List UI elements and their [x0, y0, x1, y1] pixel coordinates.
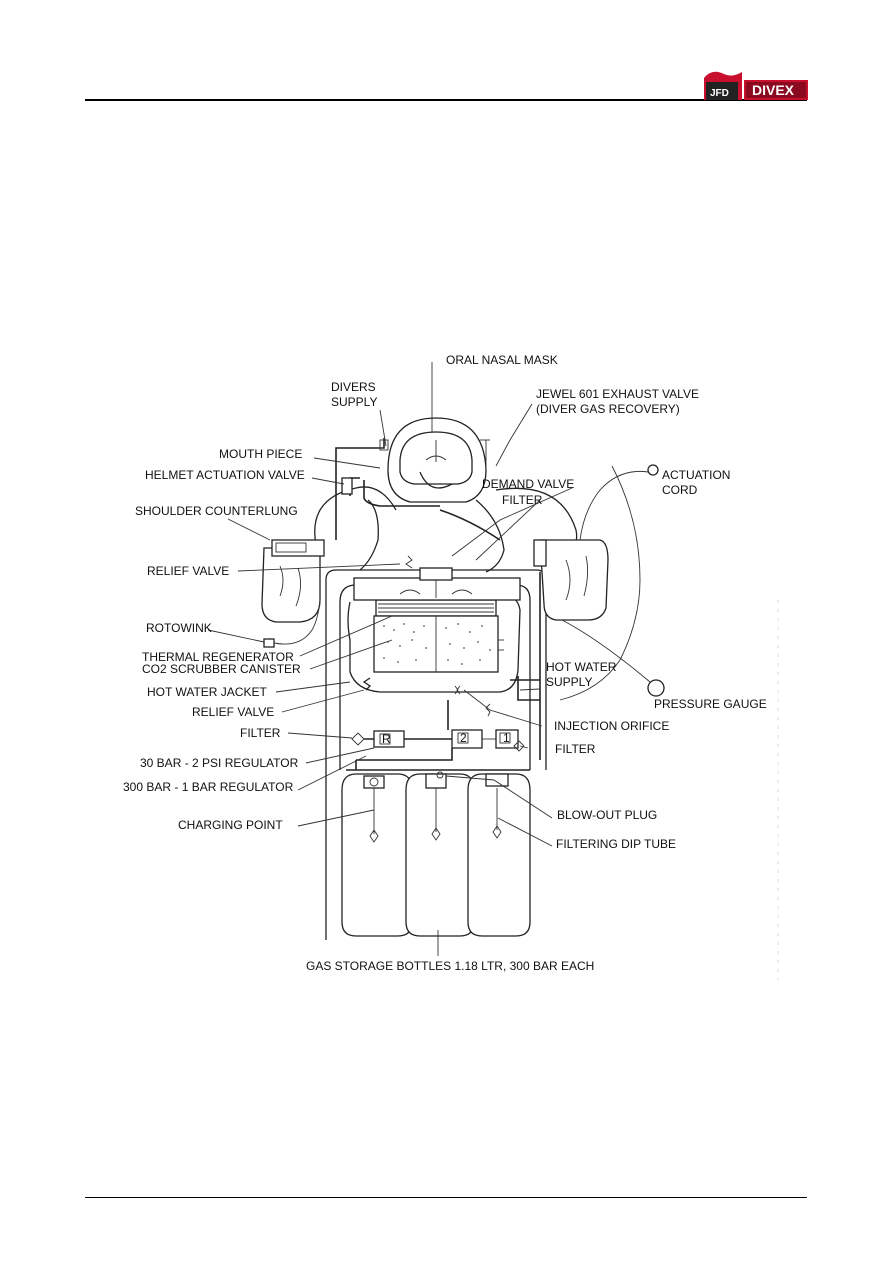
label-helmet-actuation-valve: HELMET ACTUATION VALVE: [145, 468, 305, 482]
label-blow-out-plug: BLOW-OUT PLUG: [557, 808, 657, 822]
regulator-r-label: R: [382, 732, 391, 746]
leader-lines: [207, 362, 573, 956]
actuation-cord: [559, 464, 659, 701]
label-demand-valve: DEMAND VALVE: [482, 477, 574, 491]
label-relief-valve-2: RELIEF VALVE: [192, 705, 274, 719]
breathing-loop: [314, 480, 578, 573]
demand-valve-manifold: [353, 555, 521, 601]
label-hot-water-jacket: HOT WATER JACKET: [147, 685, 267, 699]
label-shoulder-counterlung: SHOULDER COUNTERLUNG: [135, 504, 298, 518]
label-diver-gas-recovery: (DIVER GAS RECOVERY): [536, 402, 680, 416]
label-actuation-cord-1: ACTUATION: [662, 468, 730, 482]
rotowink: [263, 599, 321, 648]
pressure-gauge: [561, 619, 665, 697]
divers-supply-hose: [335, 438, 389, 540]
label-thermal-regenerator: THERMAL REGENERATOR: [142, 650, 294, 664]
label-regulator-300bar: 300 BAR - 1 BAR REGULATOR: [123, 780, 294, 794]
label-hot-water-supply-1: HOT WATER: [546, 660, 617, 674]
header-rule: [85, 99, 807, 101]
label-regulator-30bar: 30 BAR - 2 PSI REGULATOR: [140, 756, 299, 770]
regulator-30bar: R: [351, 730, 405, 748]
gas-piping: [346, 572, 541, 771]
logo-jfd-text: JFD: [710, 88, 729, 99]
label-filter-right: FILTER: [555, 742, 596, 756]
shoulder-counterlung-left: [261, 539, 325, 623]
footer-rule: [85, 1197, 807, 1198]
label-rotowink: ROTOWINK: [146, 621, 212, 635]
shoulder-counterlung-right: [533, 539, 609, 621]
label-hot-water-supply-2: SUPPLY: [546, 675, 592, 689]
label-co2-scrubber-canister: CO2 SCRUBBER CANISTER: [142, 662, 301, 676]
label-actuation-cord-2: CORD: [662, 483, 698, 497]
gas-storage-bottles: [341, 771, 531, 937]
label-filter-top: FILTER: [502, 493, 543, 507]
label-oral-nasal-mask: ORAL NASAL MASK: [446, 353, 558, 367]
label-divers-supply-2: SUPPLY: [331, 395, 377, 409]
label-injection-orifice: INJECTION ORIFICE: [554, 719, 669, 733]
label-relief-valve-1: RELIEF VALVE: [147, 564, 229, 578]
regulator-2-label: 2: [460, 731, 467, 745]
regulator-1-label: 1: [503, 731, 510, 745]
label-mouth-piece: MOUTH PIECE: [219, 447, 302, 461]
diagram-labels: ORAL NASAL MASK DIVERS SUPPLY JEWEL 601 …: [123, 353, 767, 973]
label-jewel-exhaust-valve: JEWEL 601 EXHAUST VALVE: [536, 387, 699, 401]
label-filter-left: FILTER: [240, 726, 281, 740]
label-gas-storage-bottles: GAS STORAGE BOTTLES 1.18 LTR, 300 BAR EA…: [306, 959, 594, 973]
regulator-300bar: 2 1: [451, 703, 525, 752]
label-charging-point: CHARGING POINT: [178, 818, 283, 832]
label-pressure-gauge: PRESSURE GAUGE: [654, 697, 767, 711]
label-filtering-dip-tube: FILTERING DIP TUBE: [556, 837, 676, 851]
label-divers-supply-1: DIVERS: [331, 380, 376, 394]
logo-divex-text: DIVEX: [752, 82, 795, 98]
co2-scrubber-canister: [373, 599, 504, 673]
jfd-divex-logo: JFD DIVEX: [702, 68, 810, 100]
oral-nasal-mask: [387, 417, 490, 503]
